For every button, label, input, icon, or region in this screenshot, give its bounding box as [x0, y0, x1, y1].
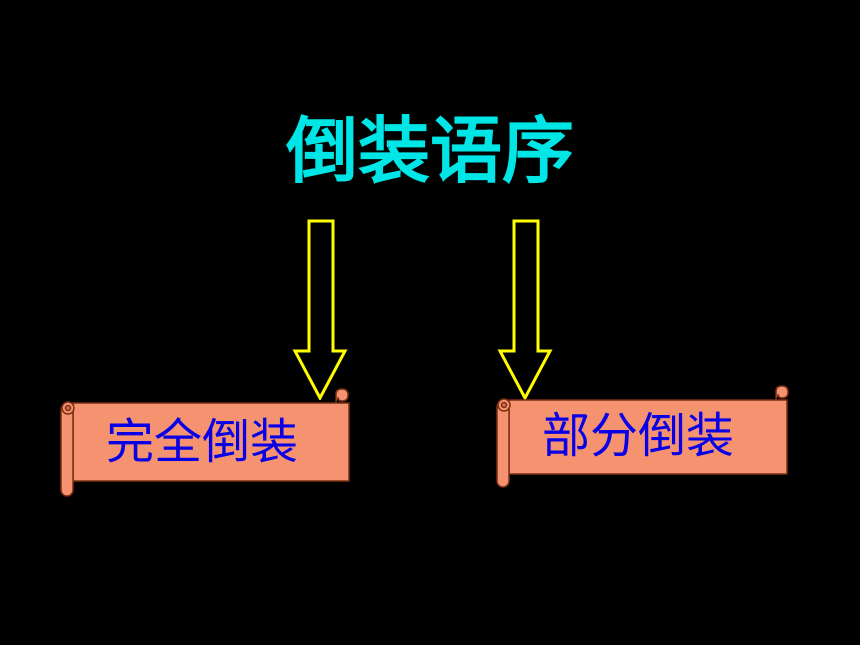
- branch-label: 完全倒装: [106, 414, 299, 470]
- scroll-banner-icon: [60, 388, 350, 497]
- scroll-banner-icon: [496, 385, 789, 488]
- down-arrow-icon: [292, 219, 348, 400]
- branch-label: 部分倒装: [542, 408, 735, 464]
- down-arrow-icon: [497, 219, 553, 400]
- branch-partial-inversion: 部分倒装: [492, 383, 794, 489]
- branch-full-inversion: 完全倒装: [56, 386, 356, 498]
- page-title: 倒装语序: [285, 109, 574, 193]
